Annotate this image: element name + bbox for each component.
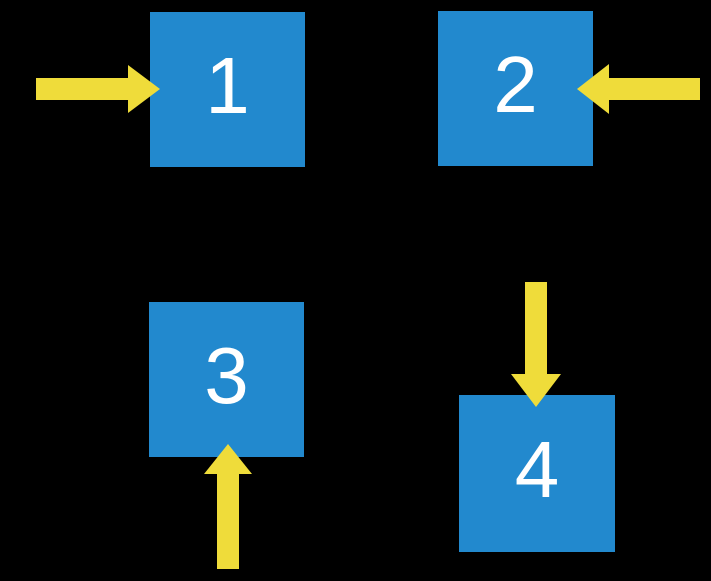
arrow-right-head xyxy=(128,65,160,113)
square-4: 4 xyxy=(459,395,615,552)
square-1: 1 xyxy=(150,12,305,167)
arrow-up-head xyxy=(204,444,252,474)
square-2: 2 xyxy=(438,11,593,166)
square-4-label: 4 xyxy=(514,424,560,514)
arrow-left-shaft xyxy=(608,78,700,100)
square-1-label: 1 xyxy=(205,40,250,130)
arrow-right-shaft xyxy=(36,78,129,100)
arrow-up-shaft xyxy=(217,473,239,569)
arrow-down-shaft xyxy=(525,282,547,375)
square-3: 3 xyxy=(149,302,304,457)
arrow-left-head xyxy=(577,64,609,114)
arrow-down-head xyxy=(511,374,561,407)
square-3-label: 3 xyxy=(204,330,249,420)
square-2-label: 2 xyxy=(493,39,538,129)
